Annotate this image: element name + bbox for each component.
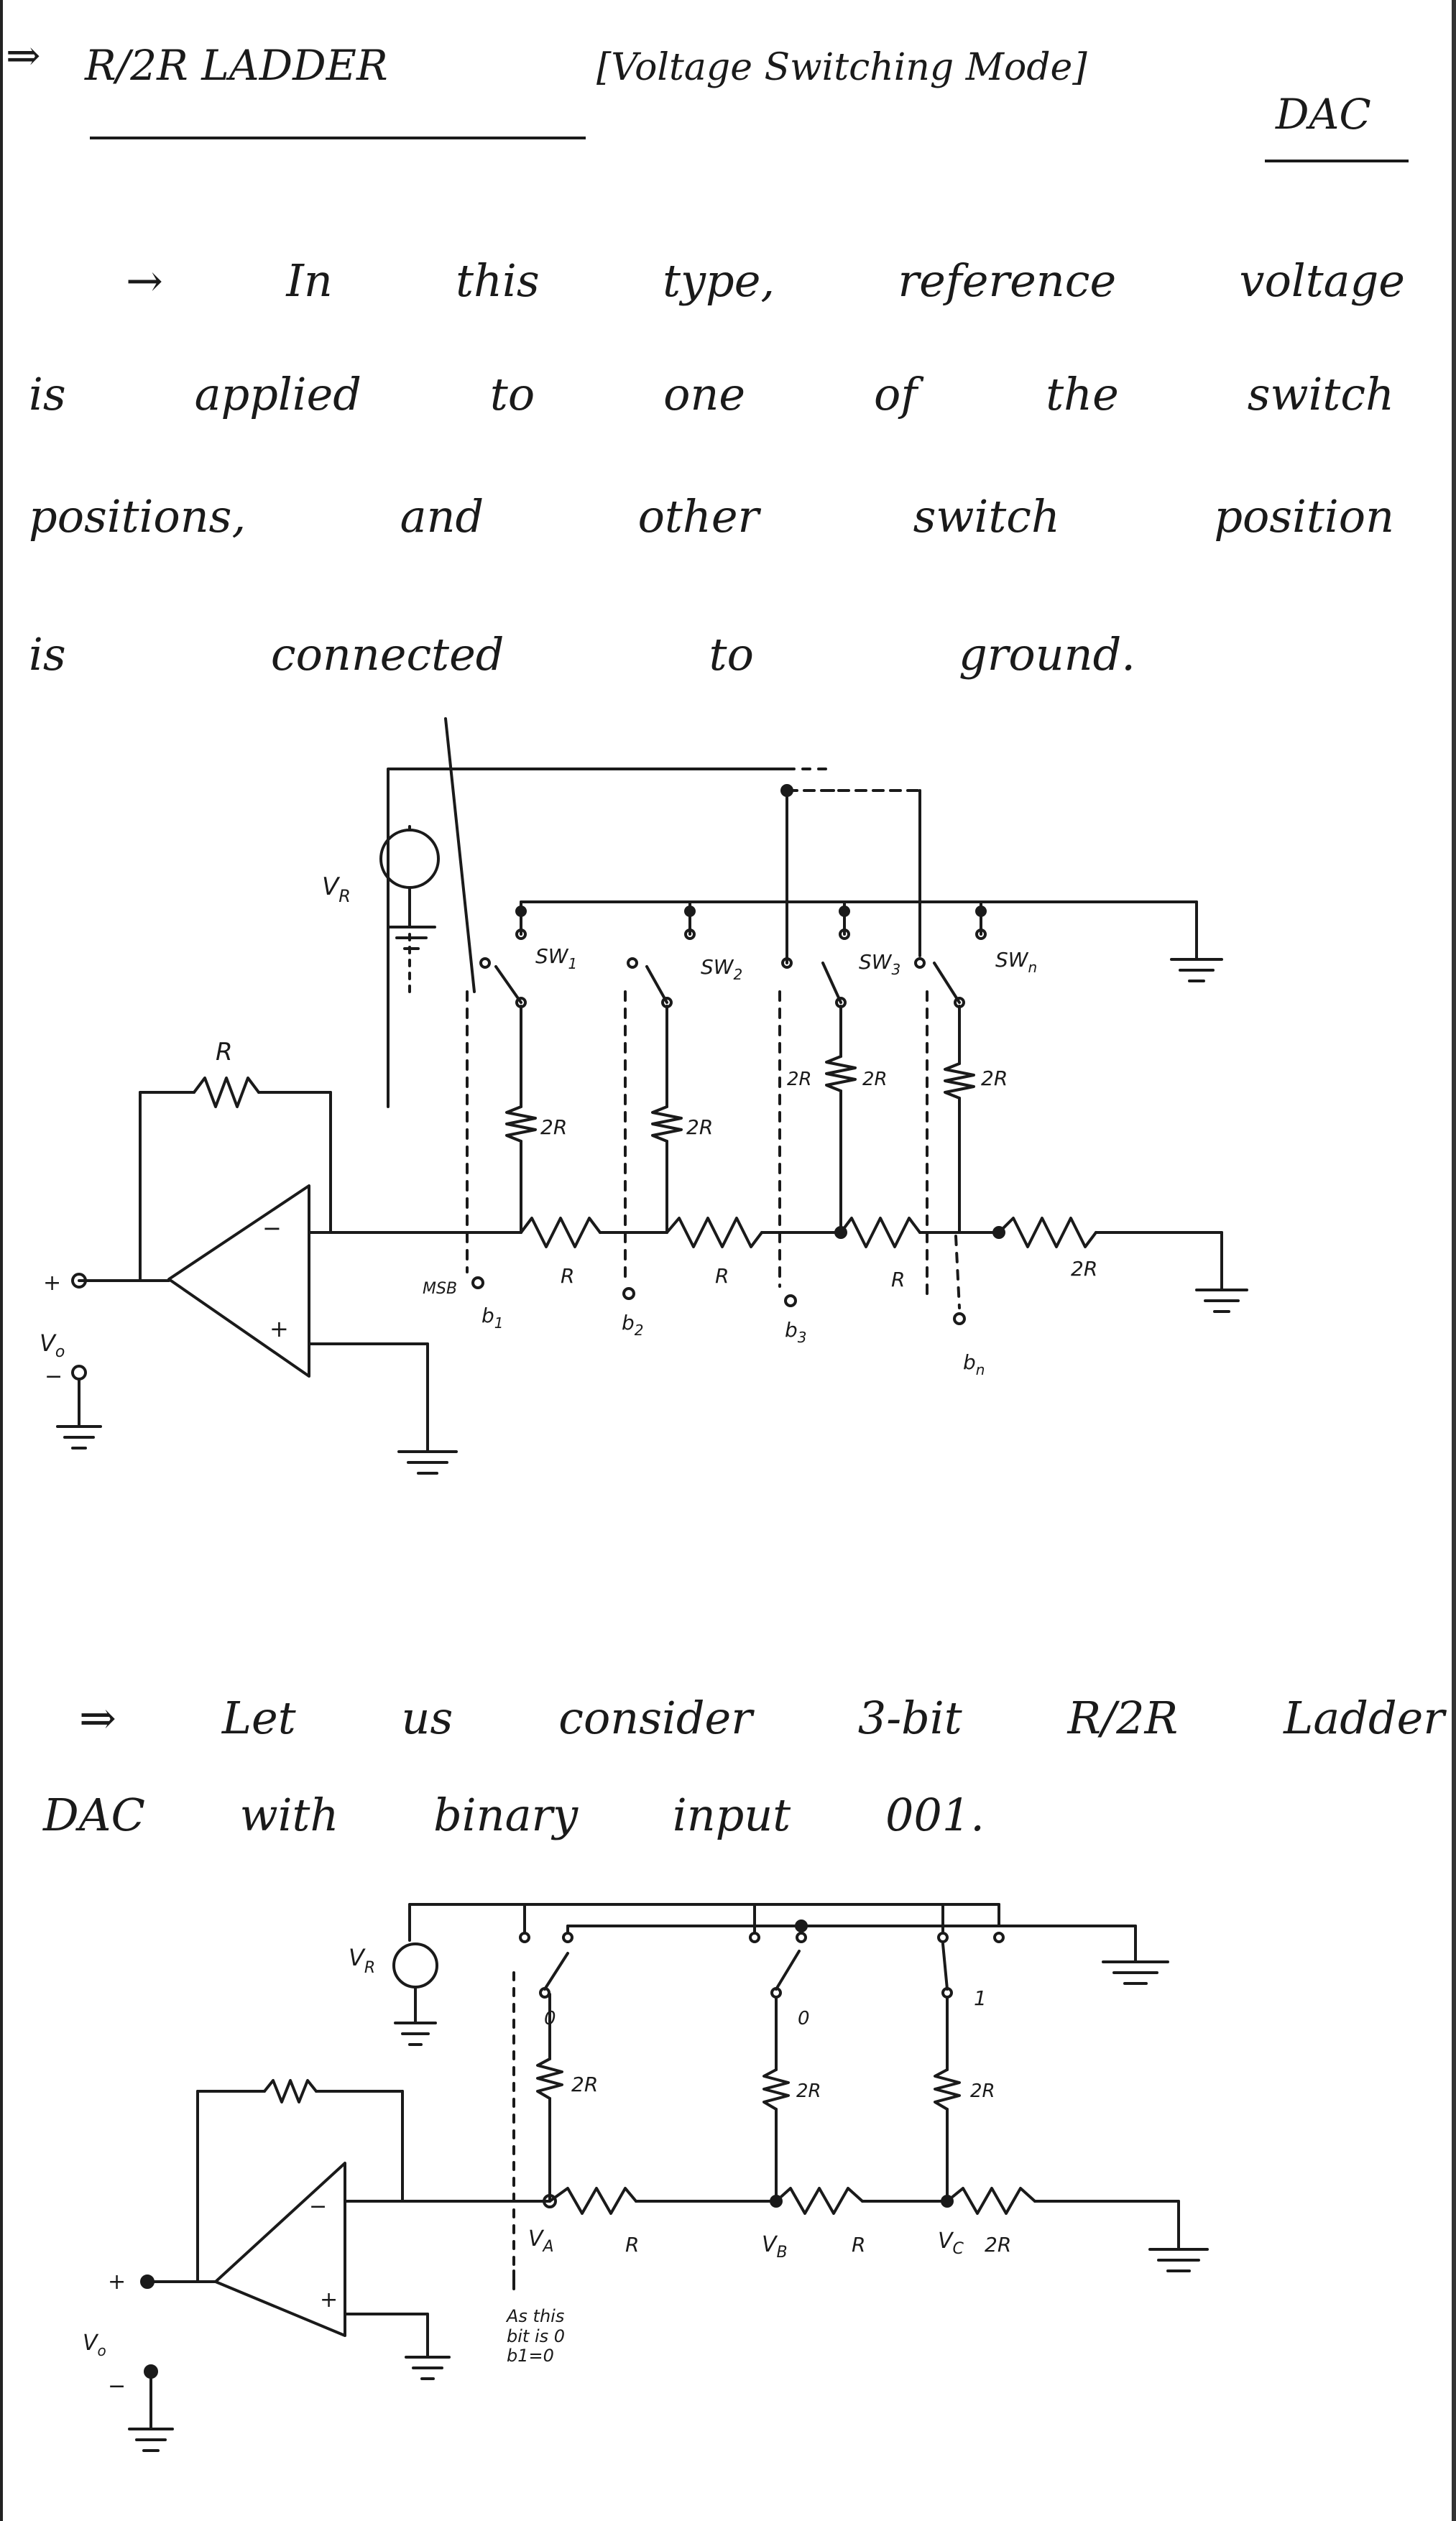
d1-vo-plus: + — [43, 1271, 61, 1296]
d2-r-label-1: R — [625, 2233, 639, 2257]
d1-opamp-plus: + — [269, 1315, 289, 1342]
d1-2r-label-3a: 2R — [787, 1069, 812, 1090]
d1-b2-label: b2 — [622, 1311, 644, 1339]
d2-bit-0a: 0 — [544, 2008, 556, 2029]
opamp-triangle — [167, 1184, 310, 1378]
d1-r-label-2: R — [715, 1264, 729, 1288]
page-left-edge — [0, 0, 3, 2521]
d2-bit-note-line3: b1=0 — [507, 2346, 554, 2366]
three-bit-dac-diagram: VR 0 0 1 2R 2R 2R VA R VB R VC 2R + Vo −… — [83, 1903, 1209, 2452]
d2-bit-1: 1 — [974, 1986, 987, 2010]
d2-2r-label-c: 2R — [970, 2080, 995, 2102]
d2-bit-note: As this bit is 0 b1=0 — [507, 2306, 566, 2366]
title-arrow: ⇒ — [6, 31, 41, 80]
resistor-2r-2 — [651, 1105, 683, 1143]
d1-vr-label: VR — [322, 872, 351, 906]
d2-2r-series-label: 2R — [985, 2233, 1011, 2257]
d2-bit-note-line2: bit is 0 — [507, 2326, 566, 2346]
resistor-2r-1 — [505, 1105, 537, 1143]
d1-swn-label: SWn — [995, 948, 1037, 976]
resistor-series-4 — [997, 1217, 1097, 1248]
d2-resistor-2r-c — [934, 2068, 961, 2111]
d2-opamp-plus: + — [320, 2287, 338, 2313]
paragraph1-line2: is applied to one of the switch — [29, 368, 1394, 420]
r2r-ladder-diagram: VR SW1 SW2 SW3 SWn R 2R 2R 2R 2R 2R R R … — [40, 717, 1248, 1475]
d2-bit-0b: 0 — [798, 2008, 810, 2029]
d2-opamp-minus: − — [309, 2194, 327, 2219]
d1-b1-label: b1 — [482, 1304, 504, 1332]
d2-r-label-2: R — [852, 2233, 865, 2257]
d1-sw3-label: SW3 — [859, 950, 900, 978]
d1-feedback-r-label: R — [216, 1038, 233, 1066]
d1-vo-label: Vo — [40, 1329, 65, 1361]
resistor-2r-3 — [825, 1055, 857, 1092]
resistor-series-3 — [839, 1217, 921, 1248]
page-title: R/2R LADDER — [85, 41, 388, 90]
d2-vr-label: VR — [349, 1944, 375, 1977]
d2-vo-label: Vo — [83, 2331, 106, 2359]
d2-vb-label: VB — [762, 2232, 788, 2262]
d2-opamp-triangle — [214, 2162, 346, 2337]
title-suffix: DAC — [1276, 90, 1371, 139]
title-underline — [90, 137, 586, 139]
d1-sw2-label: SW2 — [701, 955, 742, 983]
d2-resistor-r-2 — [775, 2187, 864, 2215]
d1-2r-label-3b: 2R — [862, 1069, 888, 1090]
paragraph1-line3: positions, and other switch position — [29, 490, 1394, 543]
page-right-edge — [1452, 0, 1456, 2521]
d2-resistor-2r-series — [946, 2187, 1036, 2215]
d1-opamp-minus: − — [262, 1215, 282, 1242]
d2-vo-minus: − — [108, 2374, 126, 2399]
d2-vo-plus: + — [108, 2269, 126, 2295]
d1-2r-label-2: 2R — [686, 1115, 713, 1139]
d1-b3-label: b3 — [785, 1318, 807, 1346]
d2-feedback-resistor — [263, 2079, 318, 2103]
resistor-series-1 — [520, 1217, 602, 1248]
d1-vo-minus: − — [45, 1364, 63, 1389]
d2-resistor-2r-a — [536, 2057, 563, 2100]
d1-2r-series-label: 2R — [1071, 1257, 1097, 1281]
d1-bn-label: bn — [963, 1350, 985, 1378]
paragraph2-line2: DAC with binary input 001. — [43, 1789, 985, 1841]
d2-vref-source-symbol — [392, 1942, 438, 1988]
resistor-series-2 — [665, 1217, 763, 1248]
d1-r-label-3: R — [891, 1268, 905, 1291]
d1-sw1-label: SW1 — [535, 944, 577, 972]
title-bracket: [Voltage Switching Mode] — [596, 46, 1087, 89]
d2-resistor-r-1 — [548, 2187, 637, 2215]
d2-2r-label-b: 2R — [796, 2080, 821, 2102]
vref-rail — [387, 768, 788, 1108]
d1-2r-label-1: 2R — [540, 1115, 567, 1139]
d2-bit-note-line1: As this — [507, 2306, 565, 2326]
d2-vc-label: VC — [938, 2229, 964, 2258]
paragraph1-line4: is connected to ground. — [29, 628, 1135, 681]
d2-resistor-2r-b — [762, 2068, 790, 2111]
paragraph2-line1: ⇒ Let us consider 3-bit R/2R Ladder — [79, 1692, 1445, 1744]
d1-msb-label: MSB — [423, 1280, 457, 1298]
feedback-resistor — [193, 1077, 260, 1108]
title-suffix-underline — [1265, 160, 1409, 162]
resistor-2r-4 — [944, 1062, 975, 1100]
d1-2r-label-4: 2R — [981, 1066, 1008, 1090]
d1-r-label-1: R — [561, 1264, 574, 1288]
d2-2r-label-a: 2R — [571, 2073, 598, 2096]
d2-va-label: VA — [528, 2226, 554, 2256]
paragraph1-line1: → In this type, reference voltage — [126, 254, 1405, 307]
